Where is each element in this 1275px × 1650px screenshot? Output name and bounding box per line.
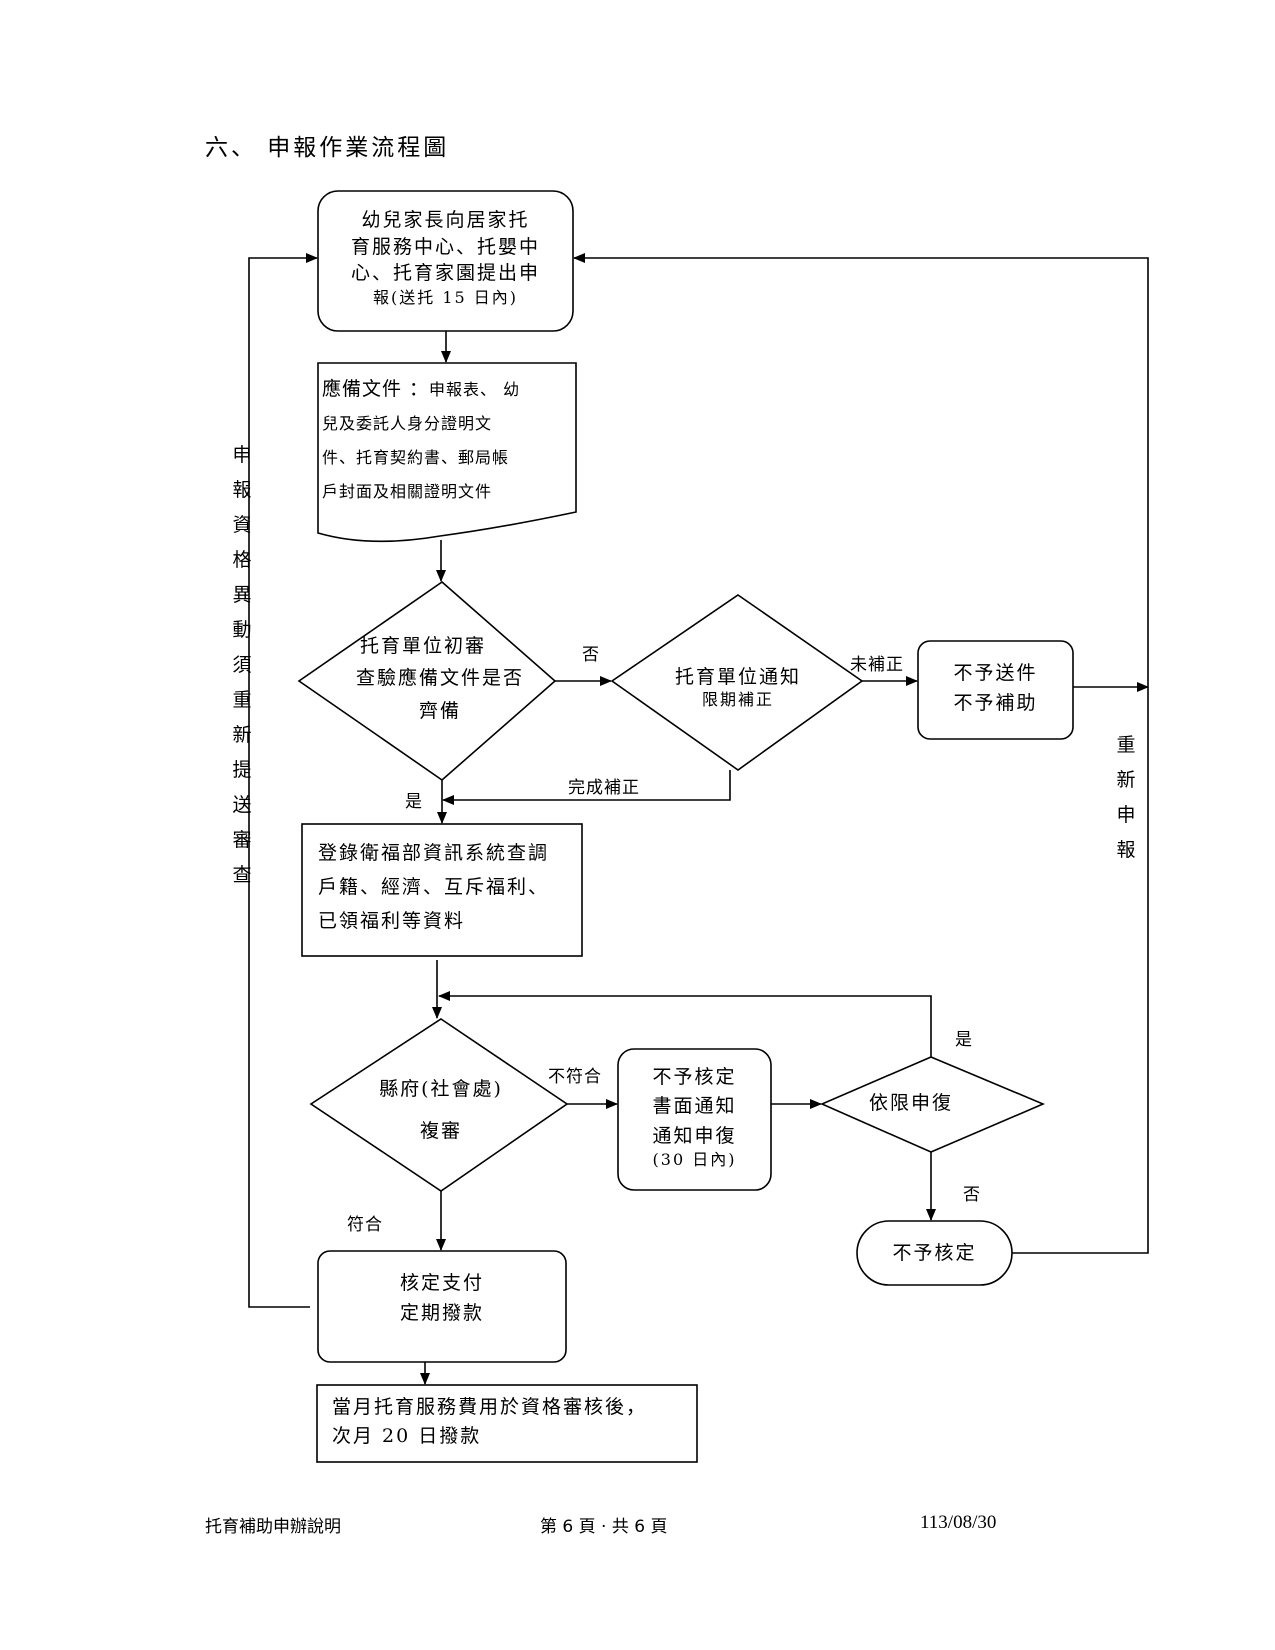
not-approved-node: 不予核定 [857, 1240, 1012, 1267]
edge-label-no-2: 否 [963, 1185, 981, 1205]
register-node-shape [301, 823, 583, 957]
left-side-char: 格 [232, 549, 252, 571]
not-approved-notice-line: 通知申復 [652, 1124, 737, 1147]
reject-send-node: 不予送件 不予補助 [918, 658, 1073, 719]
reject-send-line: 不予補助 [953, 692, 1038, 715]
right-side-char: 新 [1116, 769, 1136, 791]
appeal-node: 依限申復 [851, 1090, 971, 1117]
apply-line: 報(送托 15 日內) [372, 287, 519, 307]
left-side-char: 送 [232, 794, 252, 816]
docs-line: 申報表、 幼 [429, 380, 521, 399]
left-side-char: 新 [232, 724, 252, 746]
initial-review-line: 齊備 [418, 699, 461, 722]
docs-line: 兒及委託人身分證明文 [322, 414, 493, 433]
not-approved-line: 不予核定 [892, 1242, 977, 1264]
approve-pay-node: 核定支付 定期撥款 [318, 1268, 566, 1329]
page-title: 六、 申報作業流程圖 [205, 135, 450, 161]
right-side-label: 重 新 申 報 [1114, 728, 1138, 868]
footer-page-number: 第 6 頁 · 共 6 頁 [540, 1517, 668, 1537]
register-line: 戶籍、經濟、互斥福利、 [318, 876, 550, 898]
register-line: 已領福利等資料 [318, 910, 466, 932]
right-side-char: 申 [1116, 804, 1136, 826]
apply-line: 幼兒家長向居家托 [361, 209, 530, 231]
notify-fix-line: 限期補正 [701, 689, 774, 709]
left-side-label: 申 報 資 格 異 動 須 重 新 提 送 審 查 [230, 438, 254, 893]
edge-label-match: 符合 [347, 1215, 383, 1235]
left-side-char: 申 [232, 444, 252, 466]
monthly-node-shape [316, 1384, 698, 1463]
edge-label-yes-1: 是 [405, 792, 423, 812]
docs-node-shape [317, 362, 577, 543]
approve-pay-line: 核定支付 [399, 1272, 484, 1294]
edge-label-yes-2: 是 [955, 1030, 973, 1050]
county-review-line: 複審 [419, 1119, 462, 1142]
monthly-line: 當月托育服務費用於資格審核後， [332, 1396, 648, 1418]
register-line: 登錄衛福部資訊系統查調 [318, 842, 550, 864]
apply-node: 幼兒家長向居家托 育服務中心、托嬰中 心、托育家園提出申 報(送托 15 日內) [318, 207, 573, 309]
not-approved-notice-line: 書面通知 [652, 1095, 737, 1118]
docs-line: 戶封面及相關證明文件 [322, 482, 493, 501]
left-side-char: 異 [232, 584, 252, 606]
initial-review-line: 托育單位初審 [360, 635, 487, 657]
initial-review-node: 托育單位初審 查驗應備文件是否 齊備 [340, 630, 540, 727]
monthly-line: 次月 20 日撥款 [332, 1425, 482, 1448]
left-side-char: 報 [232, 479, 252, 501]
county-review-node: 縣府(社會處) 複審 [351, 1069, 531, 1153]
left-side-char: 重 [232, 689, 252, 711]
reject-send-shape [917, 640, 1074, 740]
not-approved-notice-line: (30 日內) [652, 1150, 737, 1170]
left-side-char: 動 [232, 619, 252, 641]
footer-doc-title: 托育補助申辦說明 [205, 1517, 341, 1537]
right-side-char: 重 [1116, 734, 1136, 756]
notify-fix-line: 托育單位通知 [674, 666, 801, 688]
reject-send-line: 不予送件 [953, 662, 1038, 684]
left-side-char: 提 [232, 759, 252, 781]
left-side-char: 查 [232, 864, 252, 886]
docs-node: 應備文件 ：申報表、 幼 兒及委託人身分證明文 件、托育契約書、郵局帳 戶封面及… [322, 372, 547, 509]
register-node: 登錄衛福部資訊系統查調 戶籍、經濟、互斥福利、 已領福利等資料 [318, 836, 578, 938]
left-side-char: 資 [232, 514, 252, 536]
approve-pay-line: 定期撥款 [399, 1302, 484, 1325]
approve-pay-shape [317, 1250, 567, 1363]
not-approved-notice-shape [617, 1048, 772, 1191]
monthly-node: 當月托育服務費用於資格審核後， 次月 20 日撥款 [332, 1393, 692, 1452]
appeal-line: 依限申復 [868, 1092, 953, 1114]
right-side-char: 報 [1116, 839, 1136, 861]
initial-review-line: 查驗應備文件是否 [355, 667, 524, 690]
not-approved-notice-line: 不予核定 [652, 1066, 737, 1088]
apply-line: 心、托育家園提出申 [350, 262, 540, 285]
docs-head: 應備文件 ： [322, 378, 430, 400]
left-side-char: 須 [232, 654, 252, 676]
not-approved-notice-node: 不予核定 書面通知 通知申復 (30 日內) [618, 1063, 771, 1169]
docs-line: 件、托育契約書、郵局帳 [322, 448, 510, 467]
notify-fix-shape [610, 594, 864, 771]
edge-label-not-fixed: 未補正 [850, 655, 904, 675]
notify-fix-node: 托育單位通知 限期補正 [648, 665, 828, 710]
county-review-line: 縣府(社會處) [379, 1078, 503, 1100]
apply-line: 育服務中心、托嬰中 [350, 235, 540, 258]
footer-date: 113/08/30 [920, 1512, 997, 1533]
edge-label-fix-done: 完成補正 [568, 778, 640, 798]
edge-label-not-match: 不符合 [548, 1067, 602, 1087]
edge-label-no-1: 否 [582, 645, 600, 665]
left-side-char: 審 [232, 829, 252, 851]
